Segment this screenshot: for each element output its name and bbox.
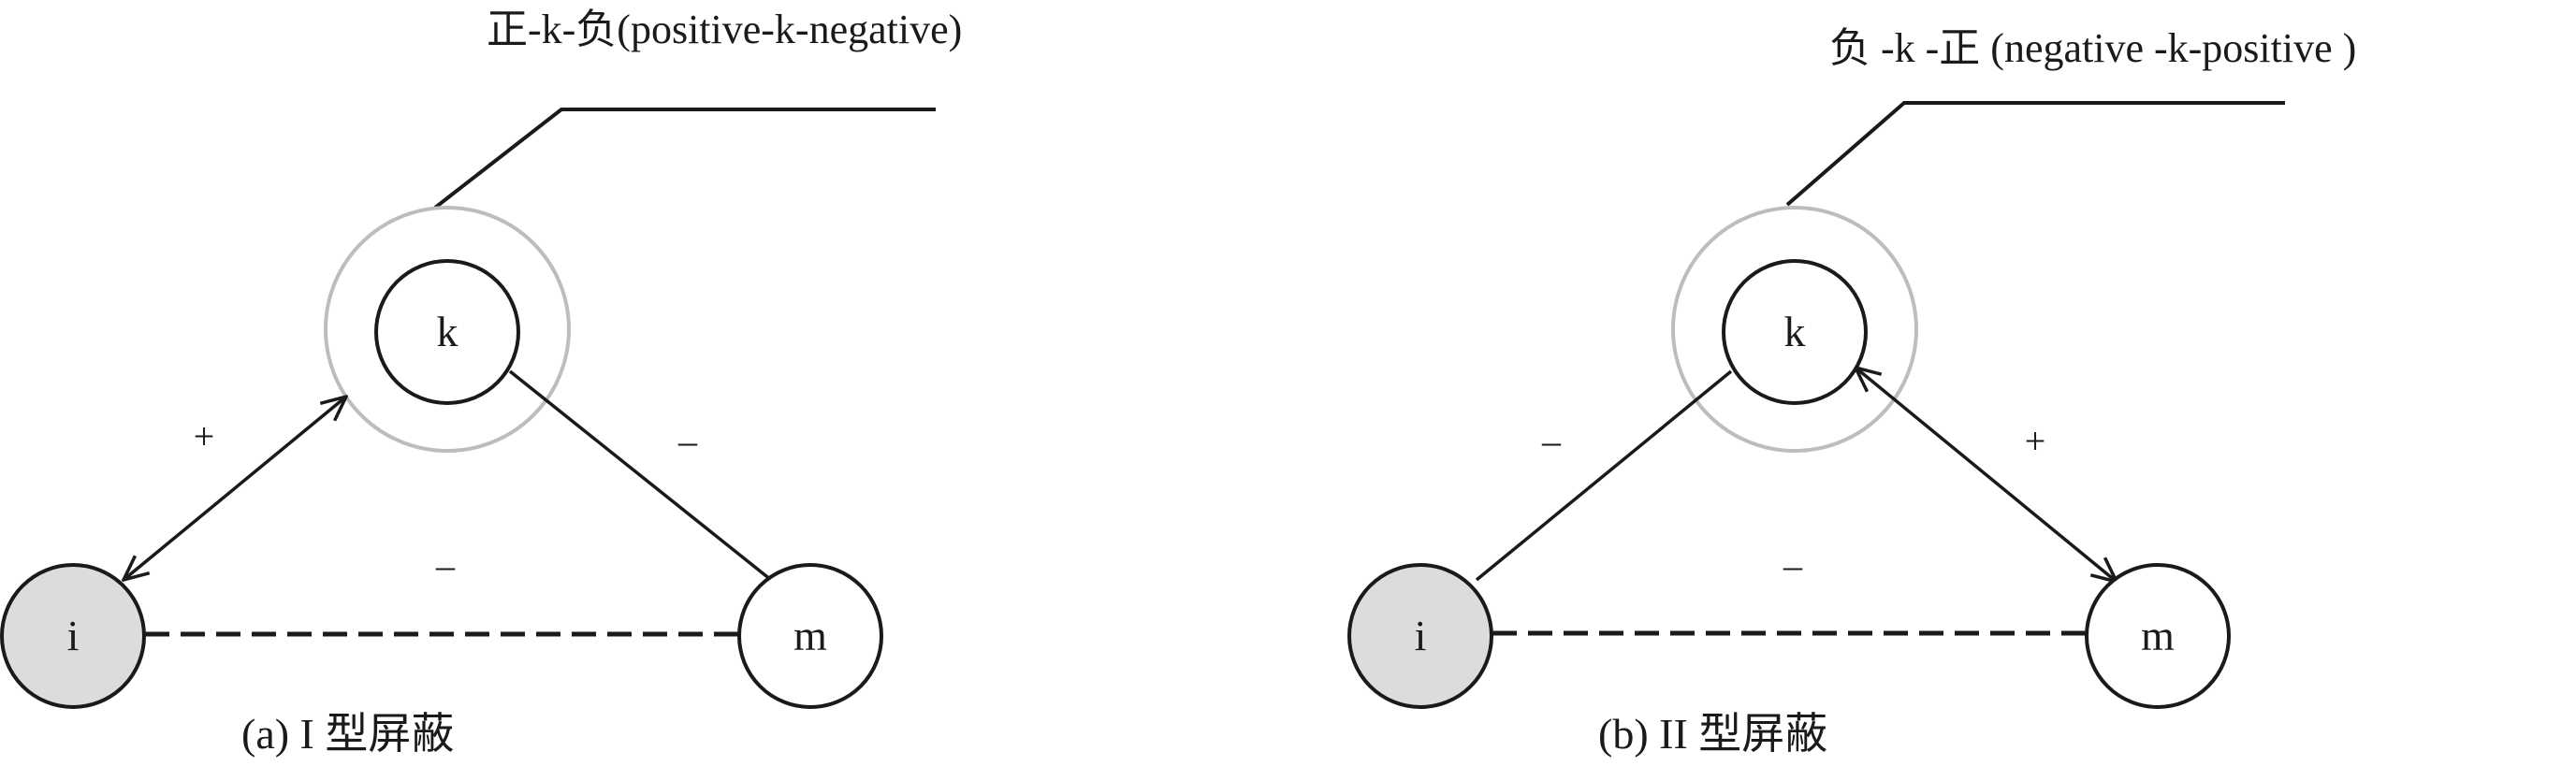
panel-b: 负 -k -正 (negative -k-positive ) k i m – … [1347, 25, 2356, 758]
panel-b-node-m [2085, 563, 2231, 709]
panel-a-sign-k-m: – [677, 420, 698, 462]
panel-b-sign-i-m: – [1783, 544, 1803, 586]
panel-a-node-i-label: i [67, 612, 80, 659]
panel-b-node-k [1722, 259, 1868, 405]
panel-b-node-i [1347, 563, 1493, 709]
panel-b-title-leader [1785, 101, 2285, 207]
panel-a-title: 正-k-负(positive-k-negative) [487, 7, 962, 52]
panel-a-sign-i-k: + [194, 415, 215, 457]
panel-a-node-m-label: m [793, 612, 827, 659]
panel-b-edge-k-m [1856, 368, 2117, 582]
panel-a-title-leader [433, 108, 936, 210]
panel-a-edge-k-m [508, 369, 773, 582]
panel-b-node-i-label: i [1415, 612, 1427, 659]
panel-b-sign-k-m: + [2025, 420, 2046, 462]
panel-b-node-k-label: k [1784, 308, 1806, 355]
panel-a: 正-k-负(positive-k-negative) k i m + – – (… [0, 7, 962, 758]
panel-a-node-m [737, 563, 883, 709]
panel-a-k-halo [324, 206, 571, 453]
panel-b-title: 负 -k -正 (negative -k-positive ) [1829, 25, 2356, 71]
panel-a-node-i [0, 563, 146, 709]
panel-a-edge-i-k [124, 397, 346, 580]
panel-a-sign-i-m: – [435, 544, 456, 586]
panel-b-k-halo [1671, 206, 1918, 453]
panel-a-node-k [374, 259, 520, 405]
panel-a-node-k-label: k [437, 308, 458, 355]
panel-b-node-m-label: m [2141, 612, 2175, 659]
panel-b-sign-i-k: – [1541, 420, 1562, 462]
panel-a-caption: (a) I 型屏蔽 [241, 710, 454, 758]
panel-b-edge-i-k [1475, 369, 1733, 582]
panel-b-caption: (b) II 型屏蔽 [1598, 710, 1827, 758]
